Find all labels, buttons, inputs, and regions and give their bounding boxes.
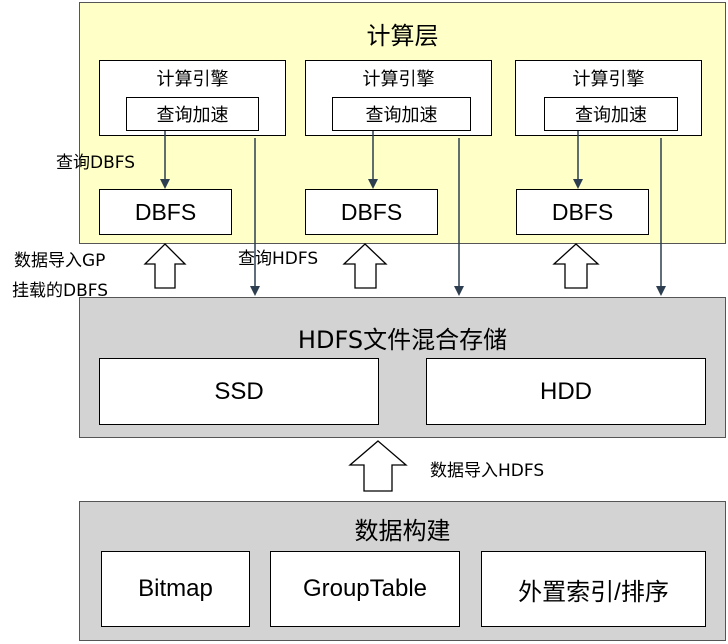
build-layer-title: 数据构建 bbox=[354, 517, 451, 545]
block-arrow-import-gp-1 bbox=[143, 243, 187, 289]
hdd-box: HDD bbox=[426, 358, 706, 425]
storage-layer-title: HDFS文件混合存储 bbox=[297, 326, 508, 354]
block-arrow-import-hdfs bbox=[348, 440, 408, 492]
import-hdfs-label: 数据导入HDFS bbox=[430, 461, 545, 481]
query-accel-2: 查询加速 bbox=[332, 97, 471, 131]
import-gp-label-line2: 挂载的DBFS bbox=[12, 281, 109, 301]
import-gp-label-line1: 数据导入GP bbox=[14, 251, 106, 271]
grouptable-box: GroupTable bbox=[270, 551, 460, 627]
compute-engine-3-title: 计算引擎 bbox=[572, 69, 645, 90]
query-hdfs-label: 查询HDFS bbox=[238, 249, 319, 269]
block-arrow-import-gp-2 bbox=[342, 243, 388, 289]
query-accel-1: 查询加速 bbox=[126, 97, 259, 131]
compute-engine-1-title: 计算引擎 bbox=[156, 69, 229, 90]
compute-engine-2-title: 计算引擎 bbox=[362, 69, 435, 90]
ssd-box: SSD bbox=[99, 358, 379, 425]
compute-layer-title: 计算层 bbox=[366, 22, 439, 50]
query-accel-3: 查询加速 bbox=[544, 97, 678, 131]
dbfs-box-1: DBFS bbox=[99, 189, 232, 235]
dbfs-box-2: DBFS bbox=[305, 189, 438, 235]
block-arrow-import-gp-3 bbox=[552, 243, 600, 289]
dbfs-box-3: DBFS bbox=[516, 189, 649, 235]
bitmap-box: Bitmap bbox=[101, 551, 250, 627]
query-dbfs-label: 查询DBFS bbox=[56, 153, 136, 173]
external-index-sort-box: 外置索引/排序 bbox=[481, 551, 706, 627]
